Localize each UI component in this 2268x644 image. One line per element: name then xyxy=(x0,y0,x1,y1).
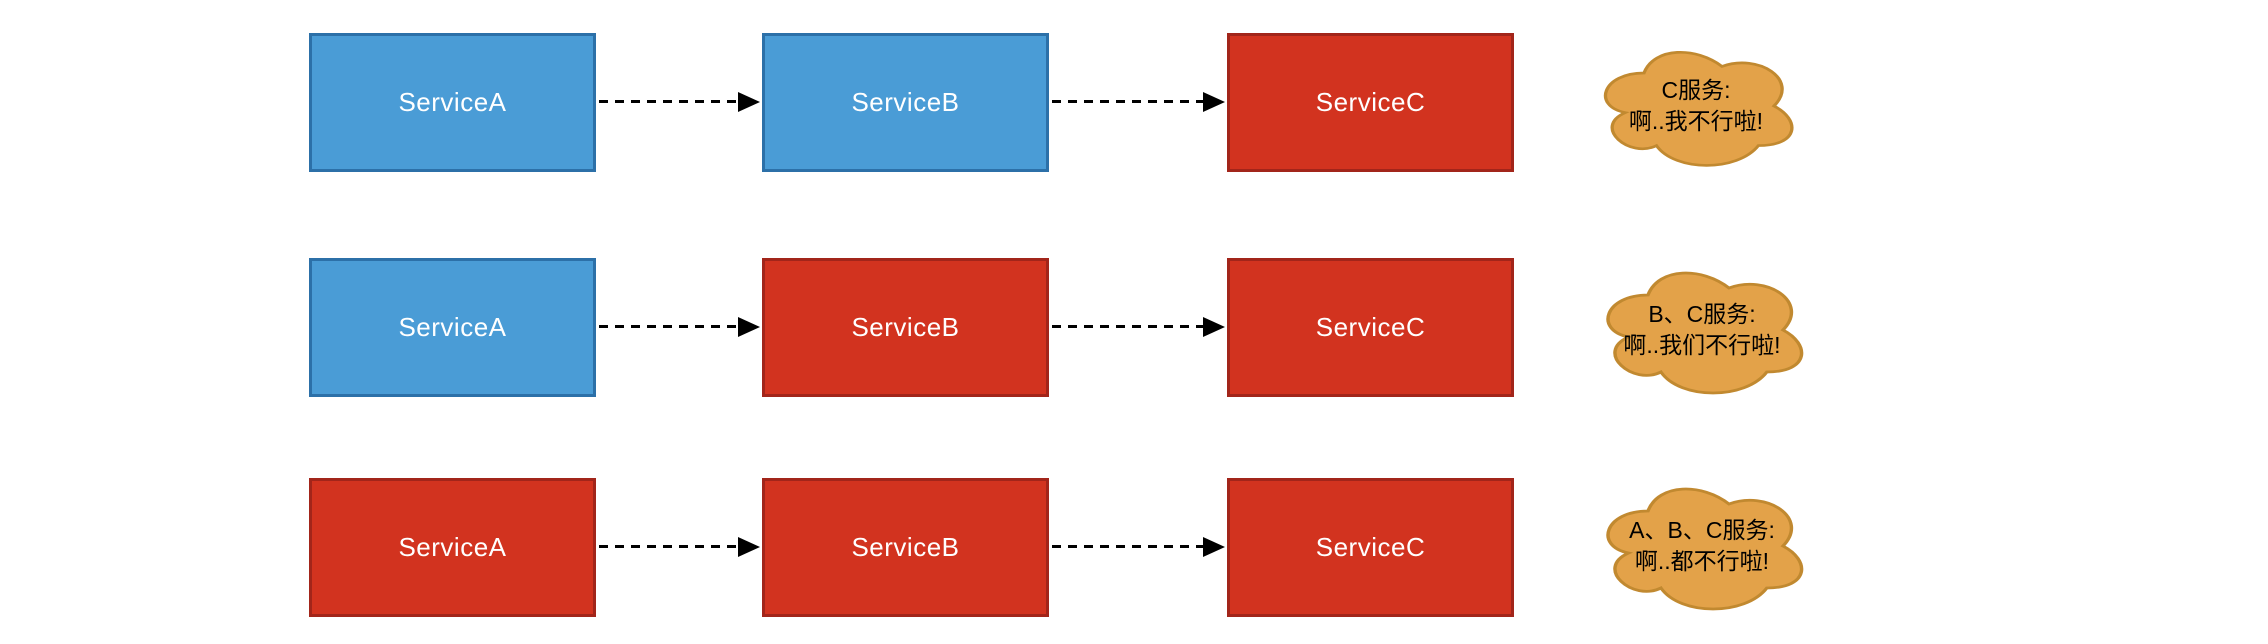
service-node-label: ServiceA xyxy=(398,532,507,562)
cloud-text-line1: A、B、C服务: xyxy=(1629,516,1775,543)
cloud-shape xyxy=(1604,50,1794,167)
cloud-callout-row2: B、C服务: 啊..我们不行啦! xyxy=(1594,260,1810,400)
service-node-label: ServiceC xyxy=(1315,312,1426,342)
service-node-a-row3: ServiceA xyxy=(309,478,596,617)
cloud-callout-row3: A、B、C服务: 啊..都不行啦! xyxy=(1594,476,1810,616)
cloud-text-line2: 啊..都不行啦! xyxy=(1634,548,1770,574)
arrowhead-icon xyxy=(738,317,760,337)
cloud-callout-text: C服务: 啊..我不行啦! xyxy=(1592,40,1800,172)
service-node-label: ServiceC xyxy=(1315,532,1426,562)
arrowhead-icon xyxy=(738,537,760,557)
arrow-line xyxy=(1052,325,1209,328)
service-node-c-row2: ServiceC xyxy=(1227,258,1514,397)
service-node-c-row1: ServiceC xyxy=(1227,33,1514,172)
cloud-text-line2: 啊..我们不行啦! xyxy=(1623,332,1781,358)
cloud-text-line2: 啊..我不行啦! xyxy=(1628,108,1764,134)
arrowhead-icon xyxy=(738,92,760,112)
cloud-callout-row1: C服务: 啊..我不行啦! xyxy=(1592,40,1800,172)
cloud-shape xyxy=(1606,271,1804,395)
service-node-label: ServiceC xyxy=(1315,87,1426,117)
service-node-b-row1: ServiceB xyxy=(762,33,1049,172)
service-node-label: ServiceB xyxy=(851,87,960,117)
cloud-callout-text: A、B、C服务: 啊..都不行啦! xyxy=(1594,476,1810,616)
dashed-arrow-a-to-b-row3 xyxy=(599,537,760,557)
arrowhead-icon xyxy=(1203,537,1225,557)
arrowhead-icon xyxy=(1203,317,1225,337)
cloud-icon xyxy=(1604,50,1794,167)
service-node-label: ServiceB xyxy=(851,312,960,342)
service-node-a-row1: ServiceA xyxy=(309,33,596,172)
arrow-line xyxy=(599,545,744,548)
cloud-icon xyxy=(1606,271,1804,395)
service-node-a-row2: ServiceA xyxy=(309,258,596,397)
dashed-arrow-b-to-c-row2 xyxy=(1052,317,1225,337)
cloud-callout-text: B、C服务: 啊..我们不行啦! xyxy=(1594,260,1810,400)
cloud-icon xyxy=(1606,487,1804,611)
service-node-label: ServiceA xyxy=(398,87,507,117)
arrow-line xyxy=(599,100,744,103)
service-node-b-row3: ServiceB xyxy=(762,478,1049,617)
dashed-arrow-b-to-c-row3 xyxy=(1052,537,1225,557)
dashed-arrow-b-to-c-row1 xyxy=(1052,92,1225,112)
arrow-line xyxy=(1052,545,1209,548)
dashed-arrow-a-to-b-row1 xyxy=(599,92,760,112)
arrow-line xyxy=(1052,100,1209,103)
cloud-text-line1: B、C服务: xyxy=(1648,300,1756,327)
service-node-label: ServiceA xyxy=(398,312,507,342)
arrow-line xyxy=(599,325,744,328)
dashed-arrow-a-to-b-row2 xyxy=(599,317,760,337)
cloud-shape xyxy=(1606,487,1804,611)
arrowhead-icon xyxy=(1203,92,1225,112)
cloud-text-line1: C服务: xyxy=(1661,76,1731,103)
service-node-b-row2: ServiceB xyxy=(762,258,1049,397)
service-node-c-row3: ServiceC xyxy=(1227,478,1514,617)
service-node-label: ServiceB xyxy=(851,532,960,562)
